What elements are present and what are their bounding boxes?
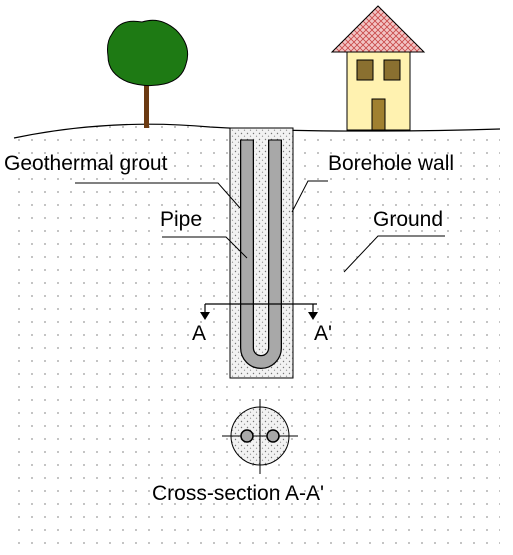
pipe-section-left xyxy=(240,429,254,443)
house-icon xyxy=(330,5,426,131)
cross-section-view xyxy=(222,399,298,474)
borehole xyxy=(229,127,294,379)
ground-surface-line xyxy=(13,123,501,139)
label-pipe: Pipe xyxy=(160,208,202,231)
leader-lines xyxy=(75,180,445,273)
label-borehole-wall: Borehole wall xyxy=(328,152,454,175)
label-cross-section: Cross-section A-A' xyxy=(152,482,324,505)
ground-leader xyxy=(343,235,445,273)
pipe-section-right xyxy=(266,429,280,443)
u-pipe-fill xyxy=(241,140,281,368)
label-ground: Ground xyxy=(373,208,443,231)
section-line xyxy=(200,303,318,320)
wall-leader xyxy=(291,180,328,213)
label-section-a-prime: A' xyxy=(314,322,332,345)
pipe-leader xyxy=(162,236,248,259)
label-geothermal-grout: Geothermal grout xyxy=(4,152,168,175)
label-section-a: A xyxy=(192,322,206,345)
grout-leader xyxy=(75,182,241,209)
tree-icon xyxy=(107,19,189,128)
